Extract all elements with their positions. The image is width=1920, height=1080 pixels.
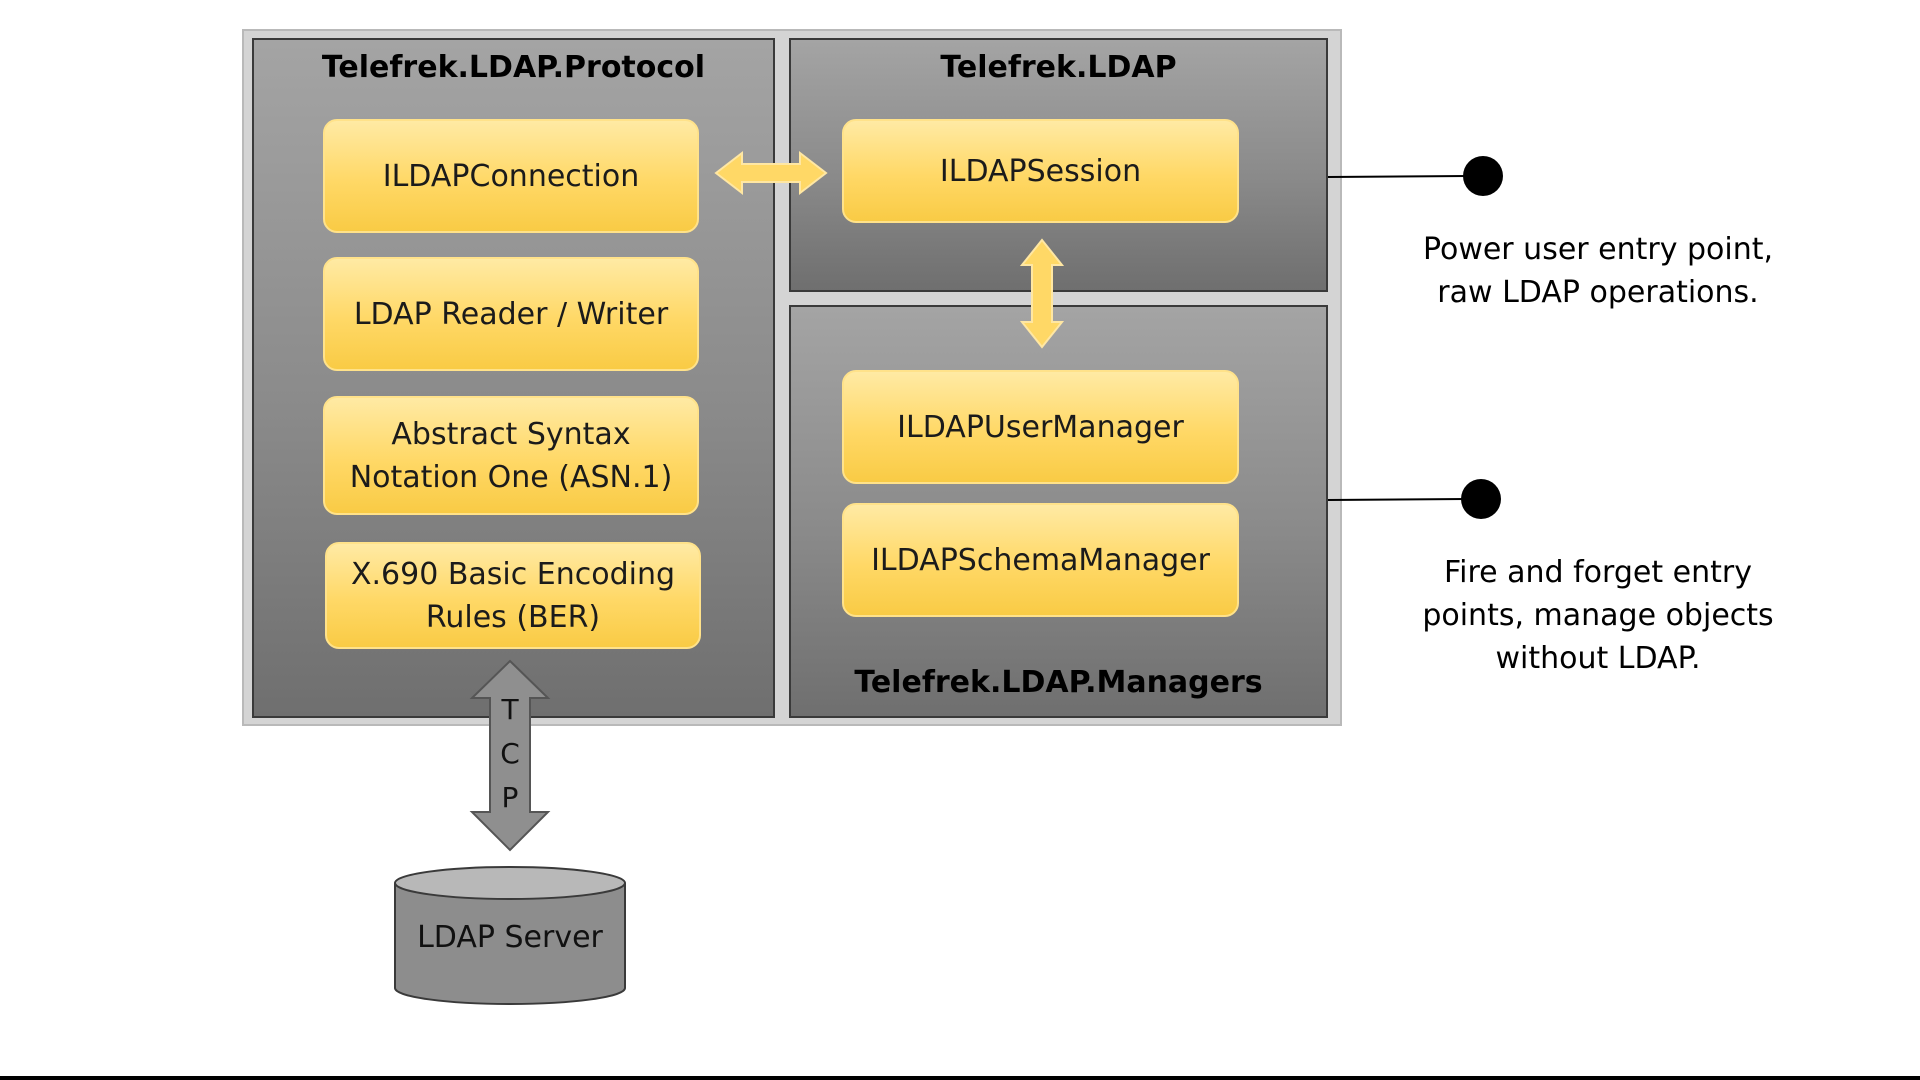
managers-entry-dot (1461, 479, 1501, 519)
tcp-letter-t: T (501, 693, 519, 726)
panel-managers-title: Telefrek.LDAP.Managers (854, 665, 1263, 700)
asn1-box: Abstract Syntax Notation One (ASN.1) (323, 396, 699, 515)
fire-forget-note: Fire and forget entry points, manage obj… (1422, 555, 1774, 676)
ldap-reader-writer-box: LDAP Reader / Writer (323, 257, 699, 371)
ildapusermanager-label: ILDAPUserManager (897, 409, 1184, 445)
panel-ldap-title: Telefrek.LDAP (940, 50, 1177, 85)
ldap-server-label: LDAP Server (417, 920, 603, 955)
connection-session-arrow (714, 150, 828, 196)
panel-protocol-title: Telefrek.LDAP.Protocol (321, 50, 706, 85)
session-entry-dot (1463, 156, 1503, 196)
tcp-letter-c: C (500, 737, 520, 770)
ldap-server-cylinder (394, 866, 626, 1005)
ldap-reader-writer-label: LDAP Reader / Writer (353, 296, 669, 332)
tcp-letter-p: P (501, 781, 519, 814)
ildapsession-box: ILDAPSession (842, 119, 1239, 223)
ber-label: X.690 Basic Encoding Rules (BER) (350, 556, 676, 635)
ildapconnection-label: ILDAPConnection (382, 158, 640, 194)
ildapsession-label: ILDAPSession (939, 153, 1142, 189)
ildapschemamanager-label: ILDAPSchemaManager (871, 542, 1210, 578)
session-entry-line (1327, 175, 1469, 178)
session-managers-arrow (1019, 238, 1065, 349)
power-user-note: Power user entry point, raw LDAP operati… (1422, 232, 1774, 310)
ildapschemamanager-box: ILDAPSchemaManager (842, 503, 1239, 617)
ildapconnection-box: ILDAPConnection (323, 119, 699, 233)
managers-entry-line (1327, 498, 1467, 501)
asn1-label: Abstract Syntax Notation One (ASN.1) (349, 416, 673, 495)
ildapusermanager-box: ILDAPUserManager (842, 370, 1239, 484)
tcp-arrow (469, 659, 551, 852)
bottom-rule (0, 1076, 1920, 1080)
ber-box: X.690 Basic Encoding Rules (BER) (325, 542, 701, 649)
